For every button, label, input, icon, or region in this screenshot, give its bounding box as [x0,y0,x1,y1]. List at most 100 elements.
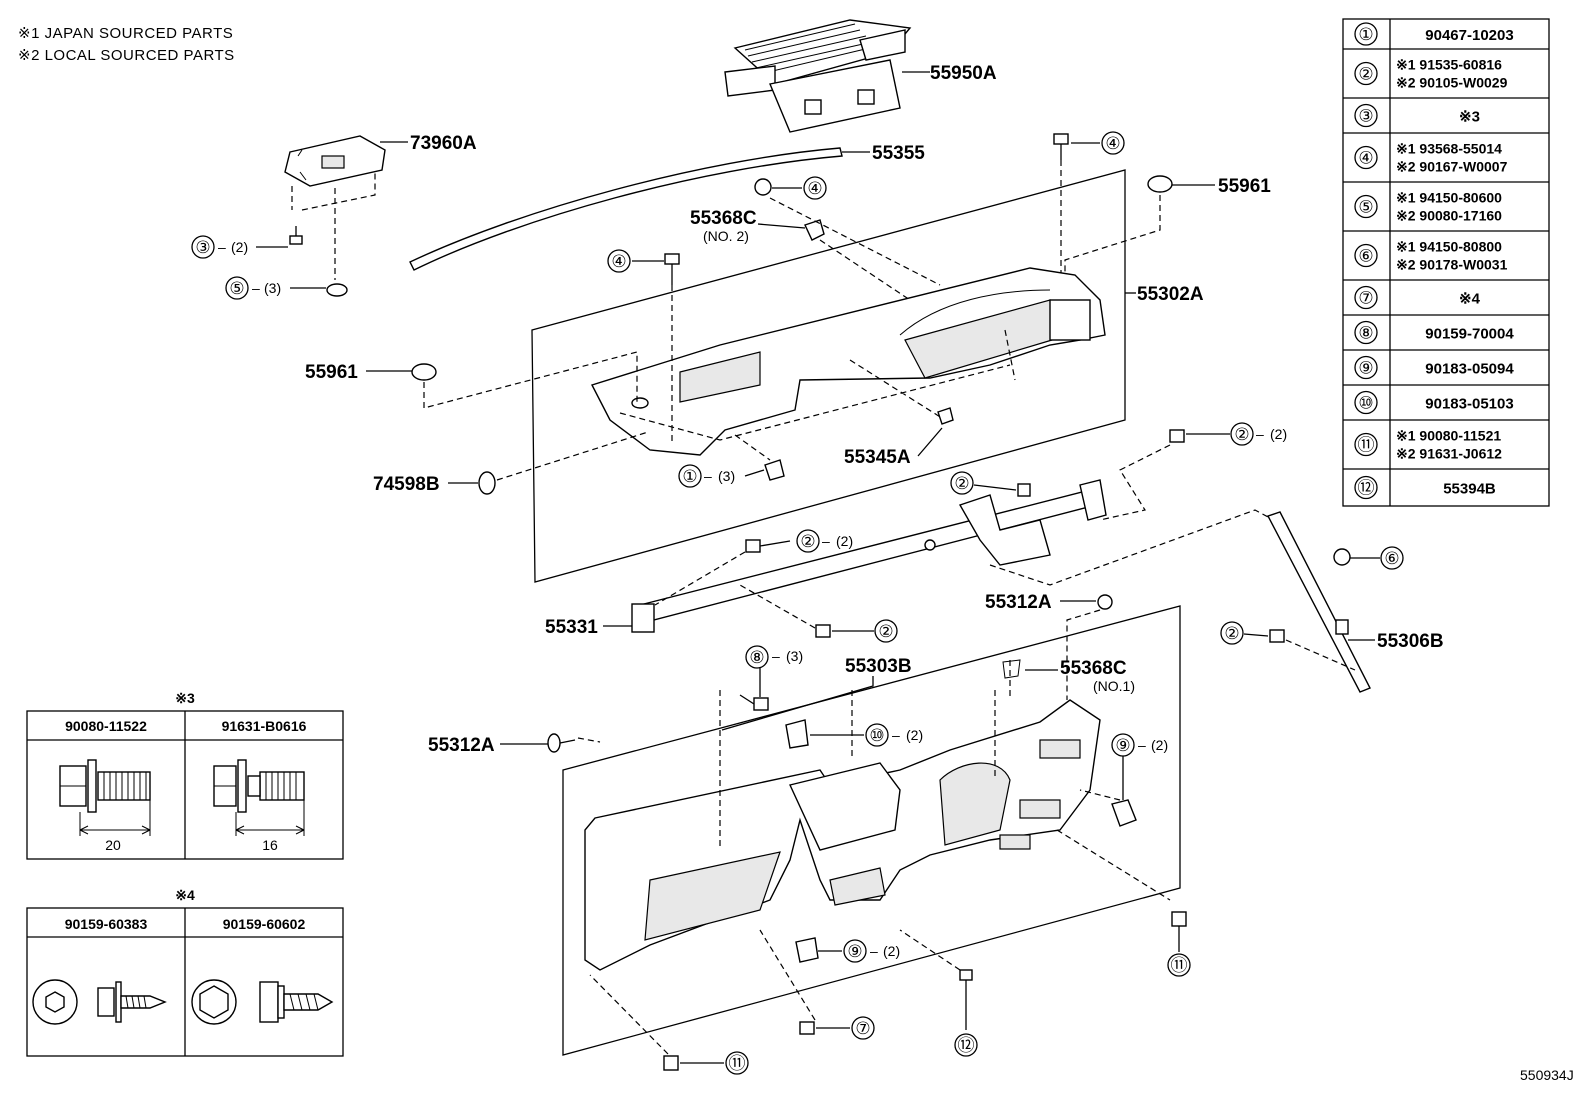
clip-10 [785,719,809,749]
legend-row-10-num: ⑩ [1358,394,1373,413]
table4-col1: 90159-60383 [65,916,148,932]
clip-1 [764,459,785,481]
reinforcement-bar-55331 [631,479,1107,633]
svg-text:–: – [772,648,780,664]
callout-9-right: ⑨ [1115,736,1130,755]
callout-4-top: ④ [807,179,822,198]
svg-text:–: – [1138,737,1146,753]
legend-row-7-part: ※4 [1459,291,1481,308]
callout-9-bottom: ⑨ [847,942,862,961]
clip-55961-right [1147,175,1173,193]
strip-55355-part [409,147,843,271]
callout-11-right: ⑪ [1171,956,1188,975]
label-73960a: 73960A [410,133,477,154]
svg-text:–: – [252,280,260,296]
legend-row-6-part-2: ※2 90178-W0031 [1396,257,1508,273]
panel-55303b-boundary [562,605,1181,1056]
label-55961-left: 55961 [305,362,358,383]
clip-12 [959,969,973,1030]
diagram-code: 550934J [1520,1067,1574,1083]
legend-row-7-num: ⑦ [1358,289,1373,308]
label-55368c-no2: 55368C [690,208,757,229]
callout-4-mid: ④ [611,252,626,271]
legend-row-4-part-2: ※2 90167-W0007 [1396,159,1508,175]
panel-55302a-boundary [531,169,1126,583]
label-55312a-left: 55312A [428,735,495,756]
nut-5 [326,283,348,297]
qty-2-mid: (2) [836,533,853,549]
table3-dim2: 16 [262,837,278,853]
bolt-2-top [1017,483,1031,497]
callout-5-left: ⑤ [229,279,244,298]
clip-55345a [937,407,954,425]
qty-10: (2) [906,727,923,743]
tapping-screw-icon-b [191,979,334,1025]
legend-row-5-part-2: ※2 90080-17160 [1396,208,1502,224]
qty-1: (3) [718,468,735,484]
bolt-2-left [745,539,791,553]
clip-4-top [754,178,772,196]
svg-text:–: – [870,943,878,959]
label-55303b: 55303B [845,656,912,677]
bolt-11-bottom [663,1055,679,1071]
callout-8: ⑧ [749,648,764,667]
label-55961-right: 55961 [1218,176,1271,197]
clip-55368c-no2 [804,219,825,241]
callout-12: ⑫ [958,1036,975,1055]
svg-text:–: – [1256,426,1264,442]
clip-55961-left [411,363,437,381]
qty-9-bottom: (2) [883,943,900,959]
bracket-73960a-part [284,135,386,187]
legend-row-4-part-1: ※1 93568-55014 [1396,141,1502,157]
legend-row-11-part-2: ※2 91631-J0612 [1396,446,1502,462]
table3-dim1: 20 [105,837,121,853]
legend-row-6-part-1: ※1 94150-80800 [1396,239,1502,255]
qty-3: (2) [231,239,248,255]
legend-row-8-num: ⑧ [1358,324,1373,343]
lower-dash-panel-part [584,699,1101,971]
cap-74598b [478,471,496,495]
legend-row-8-part: 90159-70004 [1425,326,1514,343]
bolt-2-brace [1269,629,1285,643]
legend-row-6-num: ⑥ [1358,247,1373,266]
legend-row-1-part: 90467-10203 [1425,27,1513,44]
callout-11-bottom: ⑪ [729,1054,746,1073]
label-55368c-no1-sub: (NO.1) [1093,678,1135,694]
qty-2-right: (2) [1270,426,1287,442]
table4-col2: 90159-60602 [223,916,306,932]
screw-4-mid [664,253,680,285]
label-55302a: 55302A [1137,284,1204,305]
legend-row-2-part-1: ※1 91535-60816 [1396,57,1502,73]
screw-7 [799,1021,815,1035]
label-55355: 55355 [872,143,925,164]
clip-55368c-no1 [1002,659,1021,679]
legend-row-10-part: 90183-05103 [1425,396,1513,413]
brace-55306b [1266,511,1371,693]
legend-row-3-part: ※3 [1459,109,1480,126]
table3-title: ※3 [175,690,195,706]
callout-10: ⑩ [869,726,884,745]
callout-2-right: ② [1234,425,1249,444]
legend-row-1-num: ① [1358,25,1373,44]
legend-row-2-num: ② [1358,65,1373,84]
callout-6: ⑥ [1384,549,1399,568]
label-55331: 55331 [545,617,598,638]
legend-row-9-num: ⑨ [1358,359,1373,378]
note-local-sourced: ※2 LOCAL SOURCED PARTS [18,47,235,64]
qty-8: (3) [786,648,803,664]
table4-title: ※4 [175,887,195,903]
callout-7: ⑦ [855,1019,870,1038]
legend-row-2-part-2: ※2 90105-W0029 [1396,75,1508,91]
svg-text:–: – [822,533,830,549]
legend-row-5-part-1: ※1 94150-80600 [1396,190,1502,206]
legend-table: ① 90467-10203 ② ※1 91535-60816 ※2 90105-W002… [1342,18,1550,507]
callout-3-left: ③ [195,238,210,257]
label-55368c-no1: 55368C [1060,658,1127,679]
screw-8 [739,694,769,711]
upper-dash-pad-part [590,267,1106,456]
label-55306b: 55306B [1377,631,1444,652]
legend-row-12-part: 55394B [1443,481,1496,498]
legend-row-11-part-1: ※1 90080-11521 [1396,428,1501,444]
clip-55312a-top [1097,594,1113,610]
